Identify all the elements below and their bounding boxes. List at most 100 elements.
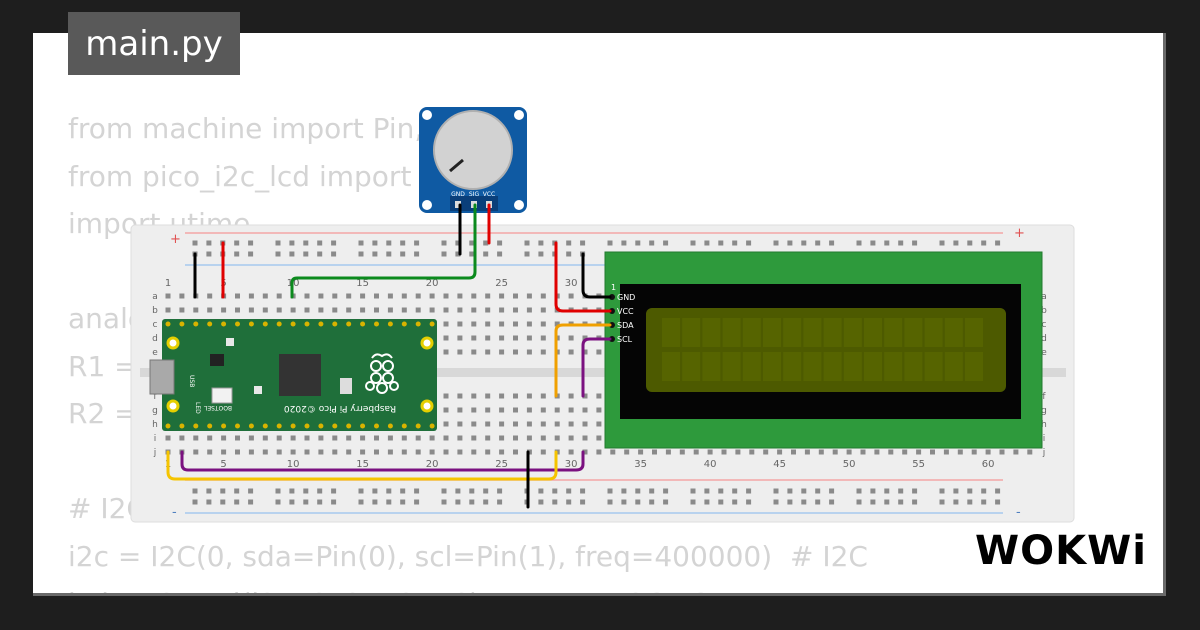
breadboard-hole[interactable] <box>610 449 616 455</box>
breadboard-hole[interactable] <box>540 307 546 313</box>
rail-hole[interactable] <box>884 240 890 246</box>
breadboard-hole[interactable] <box>513 349 518 355</box>
breadboard-hole[interactable] <box>318 293 324 299</box>
rail-hole[interactable] <box>801 499 807 505</box>
breadboard-hole[interactable] <box>276 293 282 299</box>
rail-hole[interactable] <box>566 499 572 505</box>
breadboard-hole[interactable] <box>540 421 546 427</box>
breadboard-hole[interactable] <box>638 449 644 455</box>
rail-hole[interactable] <box>192 499 198 505</box>
breadboard-hole[interactable] <box>415 449 421 455</box>
rail-hole[interactable] <box>455 499 461 505</box>
breadboard-hole[interactable] <box>485 335 491 341</box>
rail-hole[interactable] <box>870 499 876 505</box>
rail-hole[interactable] <box>690 488 696 494</box>
rail-hole[interactable] <box>898 499 904 505</box>
breadboard-hole[interactable] <box>596 393 602 399</box>
breadboard-hole[interactable] <box>471 349 477 355</box>
breadboard-hole[interactable] <box>540 293 546 299</box>
breadboard-hole[interactable] <box>513 421 518 427</box>
rail-hole[interactable] <box>206 488 212 494</box>
breadboard-hole[interactable] <box>513 407 518 413</box>
breadboard-hole[interactable] <box>624 449 630 455</box>
breadboard-hole[interactable] <box>526 435 532 441</box>
breadboard-hole[interactable] <box>721 449 727 455</box>
rail-hole[interactable] <box>441 240 447 246</box>
breadboard-hole[interactable] <box>846 449 852 455</box>
breadboard-hole[interactable] <box>443 407 449 413</box>
breadboard-hole[interactable] <box>262 435 268 441</box>
rail-hole[interactable] <box>773 240 779 246</box>
rail-hole[interactable] <box>372 499 378 505</box>
breadboard-hole[interactable] <box>1013 449 1019 455</box>
breadboard-hole[interactable] <box>485 421 491 427</box>
rail-hole[interactable] <box>483 251 489 257</box>
breadboard-hole[interactable] <box>471 335 477 341</box>
rail-hole[interactable] <box>746 488 752 494</box>
breadboard-hole[interactable] <box>276 307 282 313</box>
breadboard-hole[interactable] <box>221 435 227 441</box>
rail-hole[interactable] <box>746 240 752 246</box>
rail-hole[interactable] <box>856 240 862 246</box>
rail-hole[interactable] <box>289 240 295 246</box>
rail-hole[interactable] <box>400 240 406 246</box>
rail-hole[interactable] <box>234 251 240 257</box>
breadboard-hole[interactable] <box>165 435 171 441</box>
breadboard-hole[interactable] <box>568 393 574 399</box>
rail-hole[interactable] <box>566 240 572 246</box>
breadboard-hole[interactable] <box>360 293 366 299</box>
rail-hole[interactable] <box>275 251 281 257</box>
rail-hole[interactable] <box>663 499 669 505</box>
breadboard-hole[interactable] <box>346 293 352 299</box>
breadboard-hole[interactable] <box>457 421 463 427</box>
rail-hole[interactable] <box>386 240 392 246</box>
breadboard-hole[interactable] <box>471 449 477 455</box>
rail-hole[interactable] <box>386 488 392 494</box>
breadboard-hole[interactable] <box>443 349 449 355</box>
rail-hole[interactable] <box>483 240 489 246</box>
breadboard-hole[interactable] <box>485 393 491 399</box>
rail-hole[interactable] <box>967 499 973 505</box>
rail-hole[interactable] <box>248 488 254 494</box>
breadboard-hole[interactable] <box>262 293 268 299</box>
breadboard-hole[interactable] <box>499 293 505 299</box>
breadboard-hole[interactable] <box>248 307 254 313</box>
rail-hole[interactable] <box>331 488 337 494</box>
breadboard-hole[interactable] <box>860 449 866 455</box>
breadboard-hole[interactable] <box>471 421 477 427</box>
rail-hole[interactable] <box>538 240 544 246</box>
lcd-1602[interactable]: 1 GND VCC SDA SCL <box>604 251 1043 449</box>
rail-hole[interactable] <box>773 488 779 494</box>
rail-hole[interactable] <box>455 251 461 257</box>
rail-hole[interactable] <box>704 499 710 505</box>
breadboard-hole[interactable] <box>471 393 477 399</box>
breadboard-hole[interactable] <box>443 321 449 327</box>
breadboard-hole[interactable] <box>346 435 352 441</box>
breadboard-hole[interactable] <box>179 435 185 441</box>
rail-hole[interactable] <box>580 488 586 494</box>
breadboard-hole[interactable] <box>290 435 296 441</box>
breadboard-hole[interactable] <box>471 321 477 327</box>
rail-hole[interactable] <box>718 240 724 246</box>
breadboard-hole[interactable] <box>401 435 407 441</box>
rail-hole[interactable] <box>538 499 544 505</box>
rail-hole[interactable] <box>400 499 406 505</box>
breadboard-hole[interactable] <box>457 435 463 441</box>
breadboard-hole[interactable] <box>332 449 338 455</box>
breadboard-hole[interactable] <box>207 293 213 299</box>
rail-hole[interactable] <box>358 251 364 257</box>
rail-hole[interactable] <box>358 240 364 246</box>
breadboard-hole[interactable] <box>582 421 588 427</box>
rail-hole[interactable] <box>621 240 627 246</box>
bootsel-button[interactable] <box>211 387 233 404</box>
breadboard-hole[interactable] <box>582 349 588 355</box>
breadboard-hole[interactable] <box>513 335 518 341</box>
breadboard-hole[interactable] <box>318 435 324 441</box>
rail-hole[interactable] <box>663 488 669 494</box>
rail-hole[interactable] <box>580 499 586 505</box>
breadboard-hole[interactable] <box>943 449 949 455</box>
breadboard-hole[interactable] <box>374 449 379 455</box>
breadboard-hole[interactable] <box>471 307 477 313</box>
breadboard-hole[interactable] <box>526 321 532 327</box>
breadboard-hole[interactable] <box>485 349 491 355</box>
